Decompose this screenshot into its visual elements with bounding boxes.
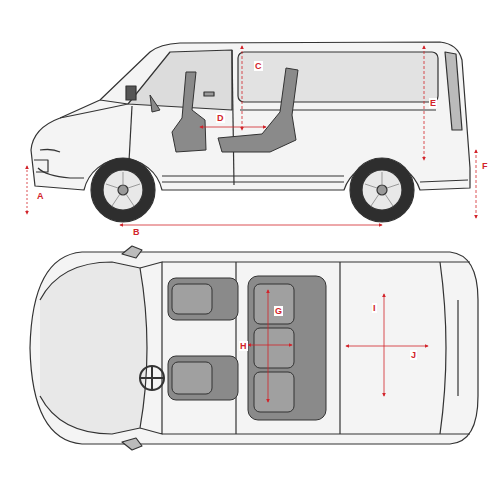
dimension-letter: A: [36, 191, 45, 201]
dimension-letter: E: [429, 98, 437, 108]
dimension-letter: F: [481, 161, 489, 171]
dimension-letter: G: [274, 306, 283, 316]
dimension-letter: D: [216, 113, 225, 123]
dimension-letter: C: [254, 61, 263, 71]
dimension-letter: B: [132, 227, 141, 237]
dimension-letter: H: [239, 341, 248, 351]
dimension-letter: J: [410, 350, 417, 360]
dimension-letter: I: [372, 303, 377, 313]
